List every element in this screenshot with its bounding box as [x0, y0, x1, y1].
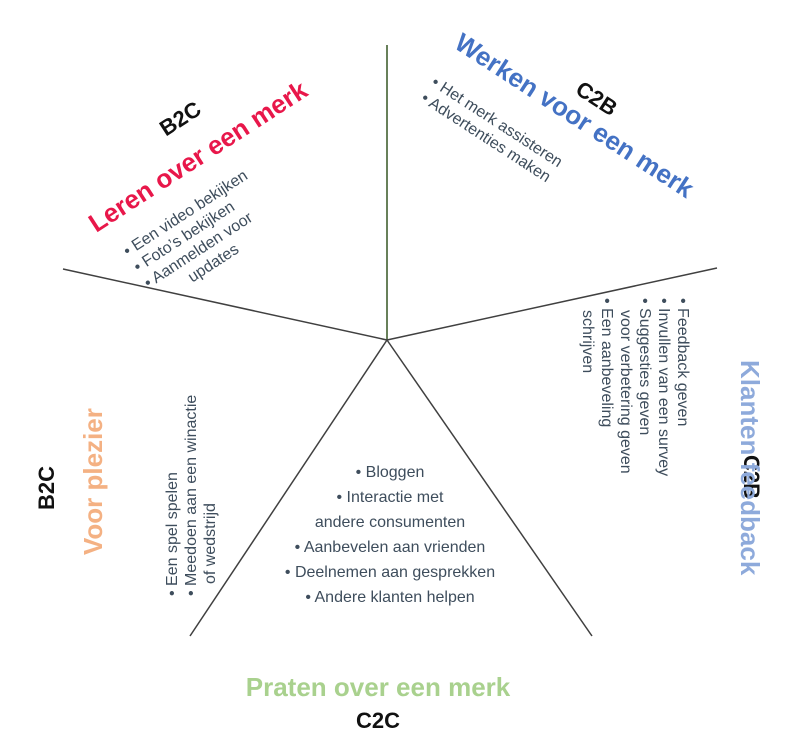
list-item: • Deelnemen aan gesprekken	[284, 564, 496, 581]
list-item: • Bloggen	[355, 464, 425, 481]
list-item: andere consumenten	[314, 514, 466, 531]
list-item: • Suggesties geven	[636, 298, 653, 436]
segment-right-title: Klanten feedback	[735, 360, 765, 576]
divider-bottom-left	[189, 339, 388, 637]
list-item: • Meedoen aan een winactie	[183, 394, 200, 596]
list-item: schrijven	[579, 310, 596, 374]
segment-bottom-code: C2C	[355, 708, 400, 733]
segment-left-items: • Een spel spelen • Meedoen aan een wina…	[163, 395, 220, 596]
segment-bottom-items: • Bloggen • Interactie met andere consum…	[240, 460, 540, 610]
divider-left	[62, 268, 388, 341]
divider-bottom-right	[386, 339, 593, 637]
list-item: • Andere klanten helpen	[305, 589, 475, 606]
segment-bottom-title: Praten over een merk	[245, 672, 511, 702]
list-item: • Aanbevelen aan vrienden	[294, 539, 486, 556]
list-item: • Een aanbeveling	[598, 298, 615, 428]
list-item: of wedstrijd	[202, 503, 219, 584]
divider-right	[386, 267, 718, 341]
list-item: voor verbetering geven	[617, 310, 634, 474]
list-item: • Een spel spelen	[164, 472, 181, 596]
segment-left-code: B2C	[34, 465, 59, 510]
list-item: • Interactie met	[336, 489, 444, 506]
segment-left-title: Voor plezier	[78, 408, 108, 555]
segment-right-items: • Feedback geven • Invullen van een surv…	[578, 298, 692, 476]
list-item: • Feedback geven	[674, 298, 691, 427]
list-item: • Invullen van een survey	[655, 298, 672, 477]
